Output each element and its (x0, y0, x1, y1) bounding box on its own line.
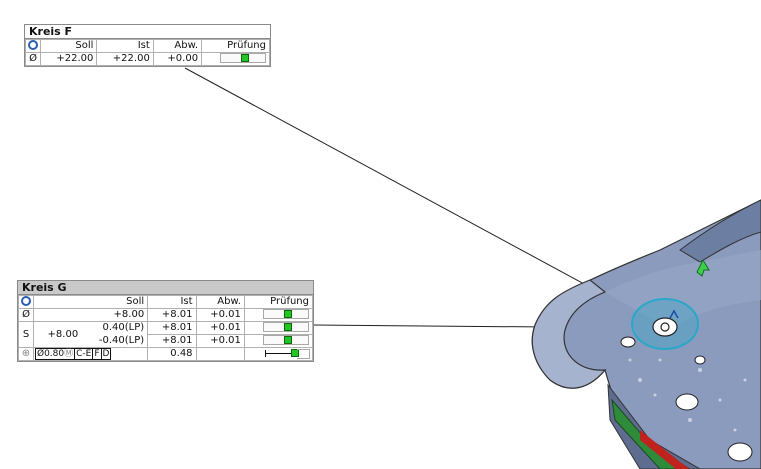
axis-arrow-marker (696, 258, 710, 277)
hole-2 (675, 393, 699, 411)
col-abw: Abw. (152, 39, 203, 53)
size-lower-tolerance: -0.40(LP) (81, 334, 149, 348)
col-ist: Ist (147, 295, 197, 309)
soll-value: +22.00 (39, 52, 98, 66)
diameter-symbol: Ø (18, 308, 34, 322)
pruefung-cell (243, 334, 314, 348)
kreis-f-panel[interactable]: Kreis F Soll Ist Abw. Prüfung Ø +22.00 +… (24, 24, 271, 67)
kreis-f-title: Kreis F (25, 25, 270, 39)
soll-value: +8.00 (32, 308, 149, 322)
col-soll: Soll (32, 295, 149, 309)
size-symbol: S (18, 321, 34, 348)
abw-value: +0.01 (195, 334, 245, 348)
leader-line-kreis-f (184, 67, 661, 326)
col-pruefung: Prüfung (243, 295, 314, 309)
kreis-g-panel[interactable]: Kreis G Soll Ist Abw. Prüfung Ø +8.00 +8… (17, 280, 314, 362)
ist-value: +8.01 (147, 321, 197, 335)
abw-value: +0.01 (195, 321, 245, 335)
col-ist: Ist (96, 39, 154, 53)
kreis-f-header-row: Soll Ist Abw. Prüfung (25, 39, 270, 53)
ok-indicator-icon (291, 349, 299, 357)
ok-indicator-icon (241, 54, 249, 62)
abw-value: +0.01 (195, 308, 245, 322)
measured-circle-highlight[interactable] (631, 298, 699, 350)
ok-indicator-icon (284, 323, 292, 331)
hole-3 (727, 442, 753, 462)
hole-4 (694, 355, 706, 365)
ist-value: +8.01 (147, 334, 197, 348)
col-pruefung: Prüfung (201, 39, 270, 53)
position-symbol: ⊕ (18, 347, 34, 361)
ist-value: +8.01 (147, 308, 197, 322)
pruefung-cell (243, 308, 314, 322)
fcf-datum-3: D (100, 348, 112, 360)
col-abw: Abw. (195, 295, 245, 309)
diameter-symbol: Ø (25, 52, 41, 66)
circle-feature-icon (25, 39, 41, 53)
abw-value: +0.00 (152, 52, 203, 66)
size-upper-tolerance: 0.40(LP) (81, 321, 149, 335)
pruefung-cell (201, 52, 270, 66)
tolerance-bar (263, 322, 309, 332)
tolerance-bar (263, 309, 309, 319)
kreis-g-title: Kreis G (18, 281, 313, 295)
mmc-modifier-icon: Ⓜ (64, 349, 74, 359)
circle-feature-icon (18, 295, 34, 309)
size-nominal: +8.00 (33, 321, 82, 348)
col-soll: Soll (39, 39, 98, 53)
table-row: S +8.00 0.40(LP) +8.01 +0.01 (18, 321, 314, 348)
pruefung-cell (243, 347, 314, 361)
ist-value: +22.00 (96, 52, 154, 66)
table-row: Ø +22.00 +22.00 +0.00 (25, 52, 270, 66)
kreis-g-header-row: Soll Ist Abw. Prüfung (18, 295, 314, 309)
kreis-f-table: Soll Ist Abw. Prüfung Ø +22.00 +22.00 +0… (25, 39, 270, 66)
fcf-tolerance: Ø0.80Ⓜ (35, 348, 76, 360)
tolerance-bar (220, 53, 266, 63)
tolerance-bar (263, 335, 309, 345)
pruefung-cell (243, 321, 314, 335)
ist-value: 0.48 (147, 347, 197, 361)
ok-indicator-icon (284, 310, 292, 318)
hole-1 (620, 336, 636, 348)
abw-value (195, 347, 245, 361)
position-tolerance-bar (265, 349, 310, 359)
kreis-g-table: Soll Ist Abw. Prüfung Ø +8.00 +8.01 +0.0… (18, 295, 314, 361)
ok-indicator-icon (284, 336, 292, 344)
fcf-datum-1: C-E (74, 348, 94, 360)
table-row: Ø +8.00 +8.01 +0.01 (18, 308, 314, 322)
